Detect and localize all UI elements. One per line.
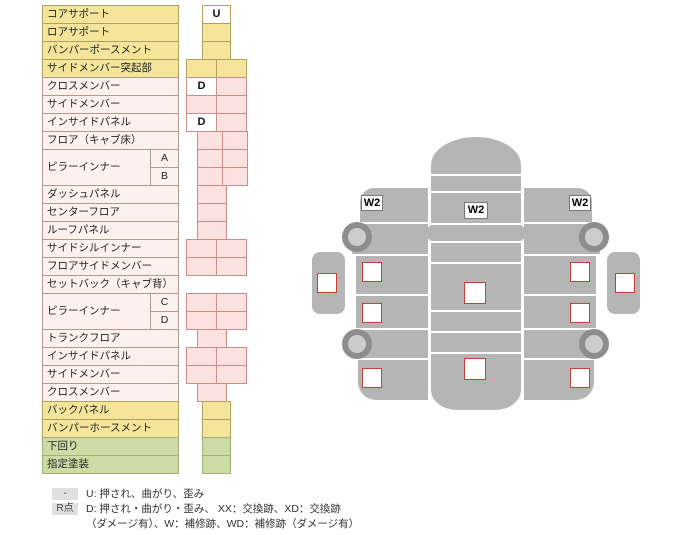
damage-cell[interactable] [197,329,227,348]
wheel-icon [342,222,372,252]
damage-cell[interactable] [186,257,217,276]
part-label: サイドシルインナー [42,239,179,258]
repair-marker-left[interactable]: W2 [361,195,383,211]
wheel-icon [342,329,372,359]
legend-text: D: 押され・曲がり・歪み、 XX：交換跡、XD：交換跡 [86,503,341,515]
damage-checkbox-right-1[interactable] [570,262,590,282]
damage-cell[interactable] [216,59,247,78]
part-label: フロア（キャブ床） [42,131,179,150]
damage-cell[interactable] [202,419,231,438]
parts-table: コアサポート U ロアサポートバンパーポースメントサイドメンバー突起部クロスメンバー… [42,5,254,475]
part-sublabel: C [150,293,179,312]
part-label: サイドメンバー [42,365,179,384]
damage-cell[interactable] [216,347,247,366]
wheel-icon [579,329,609,359]
damage-checkbox-center-2[interactable] [464,358,486,380]
damage-cell[interactable] [186,365,217,384]
damage-cell[interactable] [186,311,217,330]
part-label: ルーフパネル [42,221,179,240]
part-label: サイドメンバー突起部 [42,59,179,78]
damage-cell[interactable] [216,311,247,330]
damage-cell[interactable] [216,77,247,96]
damage-cell[interactable] [197,131,223,150]
part-label: バンパーポースメント [42,41,179,60]
body-segment [431,137,521,174]
damage-cell[interactable] [186,95,217,114]
legend-text: U: 押され、曲がり、歪み [86,488,205,500]
damage-checkbox-center-1[interactable] [464,282,486,304]
damage-cell[interactable] [186,347,217,366]
part-label: ピラーインナー [42,149,151,186]
damage-cell[interactable] [202,23,231,42]
damage-cell[interactable] [197,203,227,222]
part-label: インサイドパネル [42,347,179,366]
damage-cell[interactable] [202,437,231,456]
damage-checkbox-left-3[interactable] [362,368,382,388]
damage-cell[interactable] [202,455,231,474]
part-label: 下回り [42,437,179,456]
part-label: バックパネル [42,401,179,420]
damage-cell[interactable] [197,383,227,402]
damage-cell[interactable] [222,149,248,168]
part-label: ロアサポート [42,23,179,42]
part-sublabel: A [150,149,179,168]
damage-cell[interactable] [216,365,247,384]
body-segment [431,333,521,352]
damage-cell[interactable] [216,239,247,258]
body-segment [431,225,521,241]
part-label: セットバック（キャブ背） [42,275,179,294]
part-label: クロスメンバー [42,77,179,96]
part-sublabel: B [150,167,179,186]
part-label: ピラーインナー [42,293,151,330]
part-label: フロアサイドメンバー [42,257,179,276]
damage-cell[interactable] [186,293,217,312]
wheel-icon [579,222,609,252]
damage-cell[interactable] [216,113,247,132]
damage-checkbox-left-outer[interactable] [317,273,337,293]
part-label: クロスメンバー [42,383,179,402]
part-label: ダッシュパネル [42,185,179,204]
damage-cell[interactable]: U [202,5,231,24]
damage-checkbox-right-2[interactable] [570,303,590,323]
damage-cell[interactable]: D [186,77,217,96]
damage-cell[interactable] [197,221,227,240]
repair-marker-right[interactable]: W2 [569,195,591,211]
damage-cell[interactable] [186,239,217,258]
damage-checkbox-right-3[interactable] [570,368,590,388]
part-label: サイドメンバー [42,95,179,114]
legend-badge-repair: R点 [52,503,78,515]
damage-cell[interactable] [197,167,223,186]
body-segment [431,312,521,331]
damage-cell[interactable] [197,149,223,168]
damage-cell[interactable] [202,401,231,420]
damage-cell[interactable] [216,257,247,276]
damage-cell[interactable]: D [186,113,217,132]
body-segment [431,243,521,262]
part-label: インサイドパネル [42,113,179,132]
legend-text: （ダメージ有）、W：補修跡、WD：補修跡（ダメージ有） [86,518,360,530]
damage-checkbox-left-2[interactable] [362,303,382,323]
repair-marker-center[interactable]: W2 [464,202,488,219]
damage-cell[interactable] [197,185,227,204]
body-segment [431,176,521,191]
part-label: コアサポート [42,5,179,24]
damage-cell[interactable] [216,293,247,312]
legend: - U: 押され、曲がり、歪み R点 D: 押され・曲がり・歪み、 XX：交換跡… [52,487,359,532]
damage-cell[interactable] [216,95,247,114]
part-label: バンパーホースメント [42,419,179,438]
part-sublabel: D [150,311,179,330]
part-label: センターフロア [42,203,179,222]
damage-cell[interactable] [186,59,217,78]
damage-checkbox-left-1[interactable] [362,262,382,282]
damage-cell[interactable] [222,131,248,150]
damage-cell[interactable] [222,167,248,186]
legend-badge-normal: - [52,488,78,500]
part-label: 指定塗装 [42,455,179,474]
damage-cell[interactable] [202,41,231,60]
damage-checkbox-right-outer[interactable] [615,273,635,293]
part-label: トランクフロア [42,329,179,348]
